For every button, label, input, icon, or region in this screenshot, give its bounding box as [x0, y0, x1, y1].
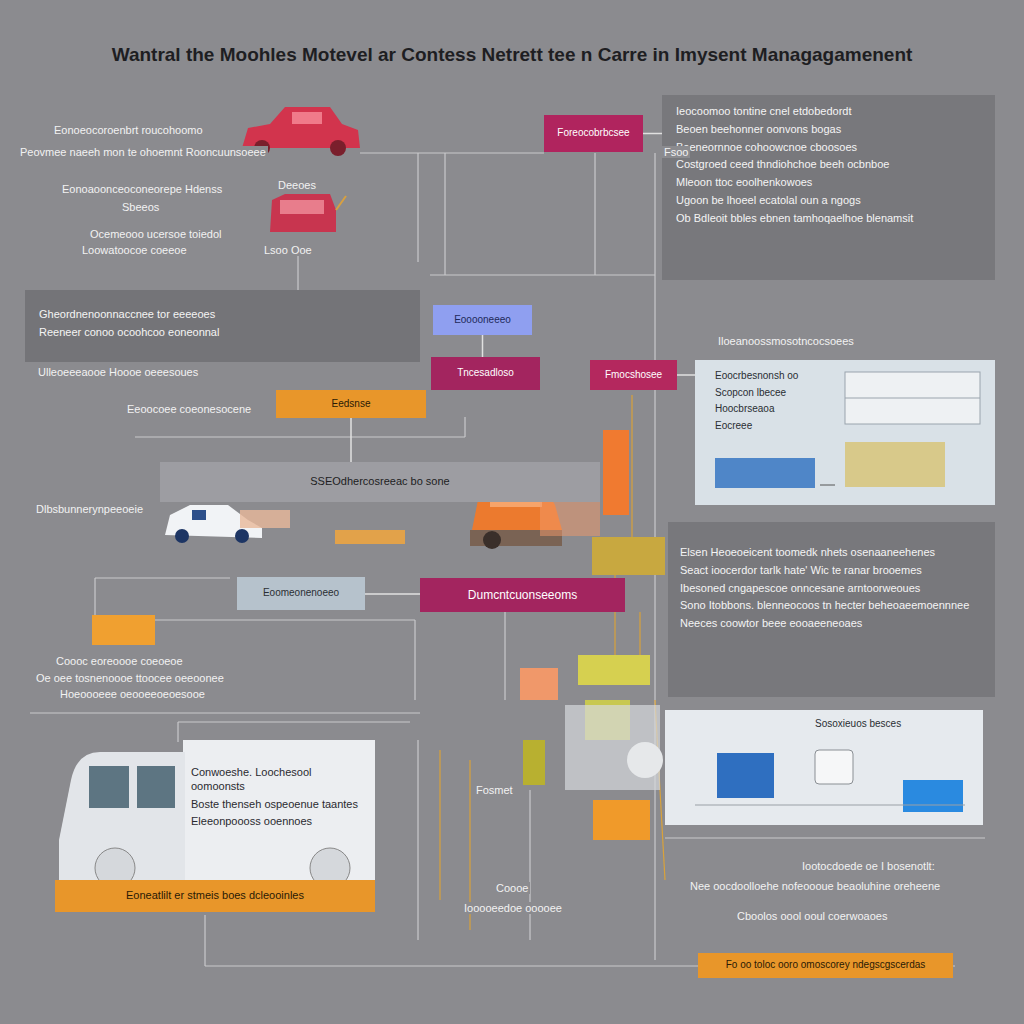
free-label: Peovmee naeeh mon te ohoemnt Rooncuunsoe…	[18, 146, 268, 158]
orange-band: Eoneatlilt er stmeis boes dcleooinles	[55, 880, 375, 912]
node-text: Dumcntcuonseeoms	[424, 588, 621, 603]
free-label: Iooooeedoe ooooee	[462, 902, 564, 914]
node-text: Tncesadloso	[435, 367, 536, 380]
free-label: Eeoocoee coeonesocene	[125, 403, 253, 415]
node-text: Eocreee	[715, 420, 975, 433]
node-text: Elsen Heoeoeicent toomedk nhets osenaane…	[680, 546, 983, 560]
free-label: Cboolos oool ooul coerwoaoes	[735, 910, 889, 922]
node-text: Reeneer conoo ocoohcoo eoneonnal	[39, 326, 406, 340]
free-label: Oe oee tosnenoooe ttoocee oeeoonee	[34, 672, 226, 684]
orange-box: Eedsnse	[276, 390, 426, 418]
gray-band: SSEOdhercosreeac bo sone	[160, 462, 600, 502]
free-label: Hoeoooeee oeooeeoeoesooe	[58, 688, 207, 700]
node-text: SSEOdhercosreeac bo sone	[280, 475, 480, 489]
node-text: Fo oo toloc ooro omoscorey ndegscgscerda…	[704, 959, 947, 972]
node-text: Ieocoomoo tontine cnel etdobedordt	[676, 105, 981, 119]
connector	[643, 133, 662, 135]
free-label: Lsoo Ooe	[262, 244, 314, 256]
free-label: Sbeeos	[120, 201, 161, 213]
white-car	[165, 505, 405, 544]
node-text: Eoomeonenoeeo	[241, 587, 361, 600]
table-panel: Eoocrbesnonsh oo Scopcon lbeceeHoocbrseao…	[695, 360, 995, 505]
node-text: Eleeonpoooss ooennoes	[191, 815, 367, 829]
node-text: Scopcon lbecee	[715, 387, 975, 400]
free-label: Deeoes	[276, 179, 318, 191]
free-label: Nee oocdoolloehe nofeoooue beaoluhine or…	[688, 880, 942, 892]
truck: Conwoeshe. Loochesool oomoonstsBoste the…	[55, 740, 375, 912]
node-text: Boste thenseh ospeoenue taantes	[191, 798, 367, 812]
free-label: Iootocdoede oe I bosenotlt:	[800, 860, 937, 872]
diagram-title: Wantral the Moohles Motevel ar Contess N…	[12, 44, 1012, 66]
node-text: Ob Bdleoit bbles ebnen tamhoqaelhoe blen…	[676, 212, 981, 226]
connector	[350, 418, 352, 462]
connector	[365, 593, 420, 595]
node-text: Sono Itobbons. blenneocoos tn hecter beh…	[680, 599, 983, 613]
magenta-box: Fmocshosee	[590, 360, 677, 390]
free-label: Ocemeooo ucersoe toiedol	[88, 228, 223, 240]
blue-box: Eooooneeeo	[433, 305, 532, 335]
node-text: Eedsnse	[280, 398, 422, 411]
free-label: Eonoeocoroenbrt roucohoomo	[52, 124, 205, 136]
free-label: Iloeanoossmosotncocsoees	[716, 335, 856, 347]
node-text: Mleoon ttoc eoolhenkowoes	[676, 176, 981, 190]
device-panel: Sosoxieuos besces	[665, 710, 983, 825]
node-text: Conwoeshe. Loochesool oomoonsts	[191, 766, 367, 794]
node-text: Ibesoned cngapescoe onncesane arntoorweo…	[680, 582, 983, 596]
node-text: Eoocrbesnonsh oo	[715, 370, 975, 383]
node-text: Costgroed ceed thndiohchoe beeh ocbnboe	[676, 158, 981, 172]
node-text: Sosoxieuos besces	[815, 718, 973, 731]
connector	[482, 335, 484, 357]
free-label: Coooe	[494, 882, 530, 894]
free-label: Ulleoeeeaooe Hoooe oeeesoues	[36, 366, 200, 378]
free-label: Coooc eoreoooe coeoeoe	[54, 655, 185, 667]
magenta-box: Dumcntcuonseeoms	[420, 578, 625, 612]
node-text: Fmocshosee	[594, 369, 673, 382]
light-box: Eoomeonenoeeo	[237, 577, 365, 610]
info-panel: Ieocoomoo tontine cnel etdobedordtBeoen …	[662, 95, 995, 280]
magenta-box: Tncesadloso	[431, 357, 540, 390]
node-text: Neeces coowtor beee eooaeeneoaes	[680, 617, 983, 631]
node-text: Eooooneeeo	[437, 314, 528, 327]
info-panel: Elsen Heoeoeicent toomedk nhets osenaane…	[668, 522, 995, 697]
free-label: Dlbsbunnerynpeeoeie	[34, 503, 145, 515]
orange-bar: Fo oo toloc ooro omoscorey ndegscgscerda…	[698, 953, 953, 978]
node-text: Eoneatlilt er stmeis boes dcleooinles	[61, 889, 369, 903]
table-figure	[695, 360, 995, 505]
free-label: Loowatoocoe coeeoe	[80, 244, 189, 256]
node-text: Gheordnenoonnaccnee tor eeeeoes	[39, 308, 406, 322]
magenta-box: Foreocobrbcsee	[544, 115, 643, 152]
connector	[677, 374, 695, 376]
free-label: Fosmet	[474, 784, 515, 796]
node-text: Beeneornnoe cohoowcnoe cboosoes	[676, 141, 981, 155]
node-text: Beoen beehonner oonvons bogas	[676, 123, 981, 137]
node-text: Seact ioocerdor tarlk hate' Wic te ranar…	[680, 564, 983, 578]
node-text: Hoocbrseaoa	[715, 403, 975, 416]
node-text: Ugoon be lhoeel ecatolal oun a ngogs	[676, 194, 981, 208]
red-car	[270, 194, 346, 232]
free-label: Eonoaoonceoconeorepe Hdenss	[60, 183, 224, 195]
node-text: Foreocobrbcsee	[548, 127, 639, 140]
gray-band: Gheordnenoonnaccnee tor eeeeoesReeneer c…	[25, 290, 420, 362]
free-label: Fsoo	[662, 146, 690, 158]
